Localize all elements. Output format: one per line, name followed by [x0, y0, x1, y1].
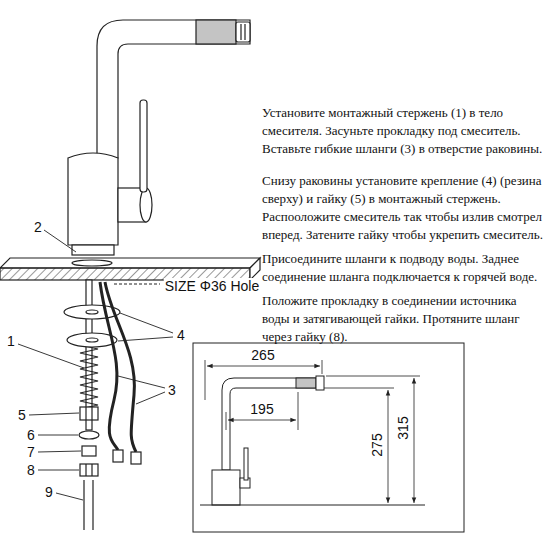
dimension-text: 195 — [249, 401, 274, 417]
stud-thread — [80, 345, 98, 413]
hole-size-label: SIZE Φ36 Hole — [164, 278, 260, 294]
instruction-text: Присоедините шланги к подводу воды. Задн… — [262, 250, 546, 286]
flexible-hose — [105, 282, 136, 452]
callout-number: 5 — [17, 407, 27, 423]
callout-number: 7 — [26, 444, 36, 460]
dimension-text: 315 — [395, 415, 411, 440]
faucet-body — [68, 153, 118, 245]
callout-number: 1 — [6, 333, 16, 349]
base-ring — [72, 245, 114, 255]
water-pipe — [83, 480, 84, 530]
tightening-nut — [80, 464, 98, 476]
instruction-text: Установите монтажный стержень (1) в тело… — [262, 104, 546, 158]
nut — [80, 407, 98, 420]
spray-nozzle — [236, 22, 250, 42]
mount-hole — [72, 260, 112, 266]
callout-number: 3 — [167, 382, 177, 398]
callout-number: 2 — [33, 219, 43, 235]
callout-number: 9 — [44, 484, 54, 500]
lever — [140, 100, 147, 192]
spout — [97, 20, 250, 158]
flexible-hose — [100, 282, 118, 450]
countertop — [0, 258, 260, 268]
spray-head — [196, 20, 236, 44]
mini-faucet — [222, 378, 322, 470]
dimension-text: 275 — [369, 432, 385, 457]
callout-number: 4 — [176, 327, 186, 343]
gasket — [79, 431, 99, 439]
dimension-text: 265 — [250, 347, 275, 363]
callout-number: 6 — [26, 427, 36, 443]
fitting — [82, 446, 96, 456]
callout-number: 8 — [26, 462, 36, 478]
dimension-frame — [193, 343, 464, 532]
instruction-text: Положите прокладку в соединении источник… — [262, 292, 546, 346]
instruction-text: Снизу раковины установите крепление (4) … — [262, 172, 546, 244]
